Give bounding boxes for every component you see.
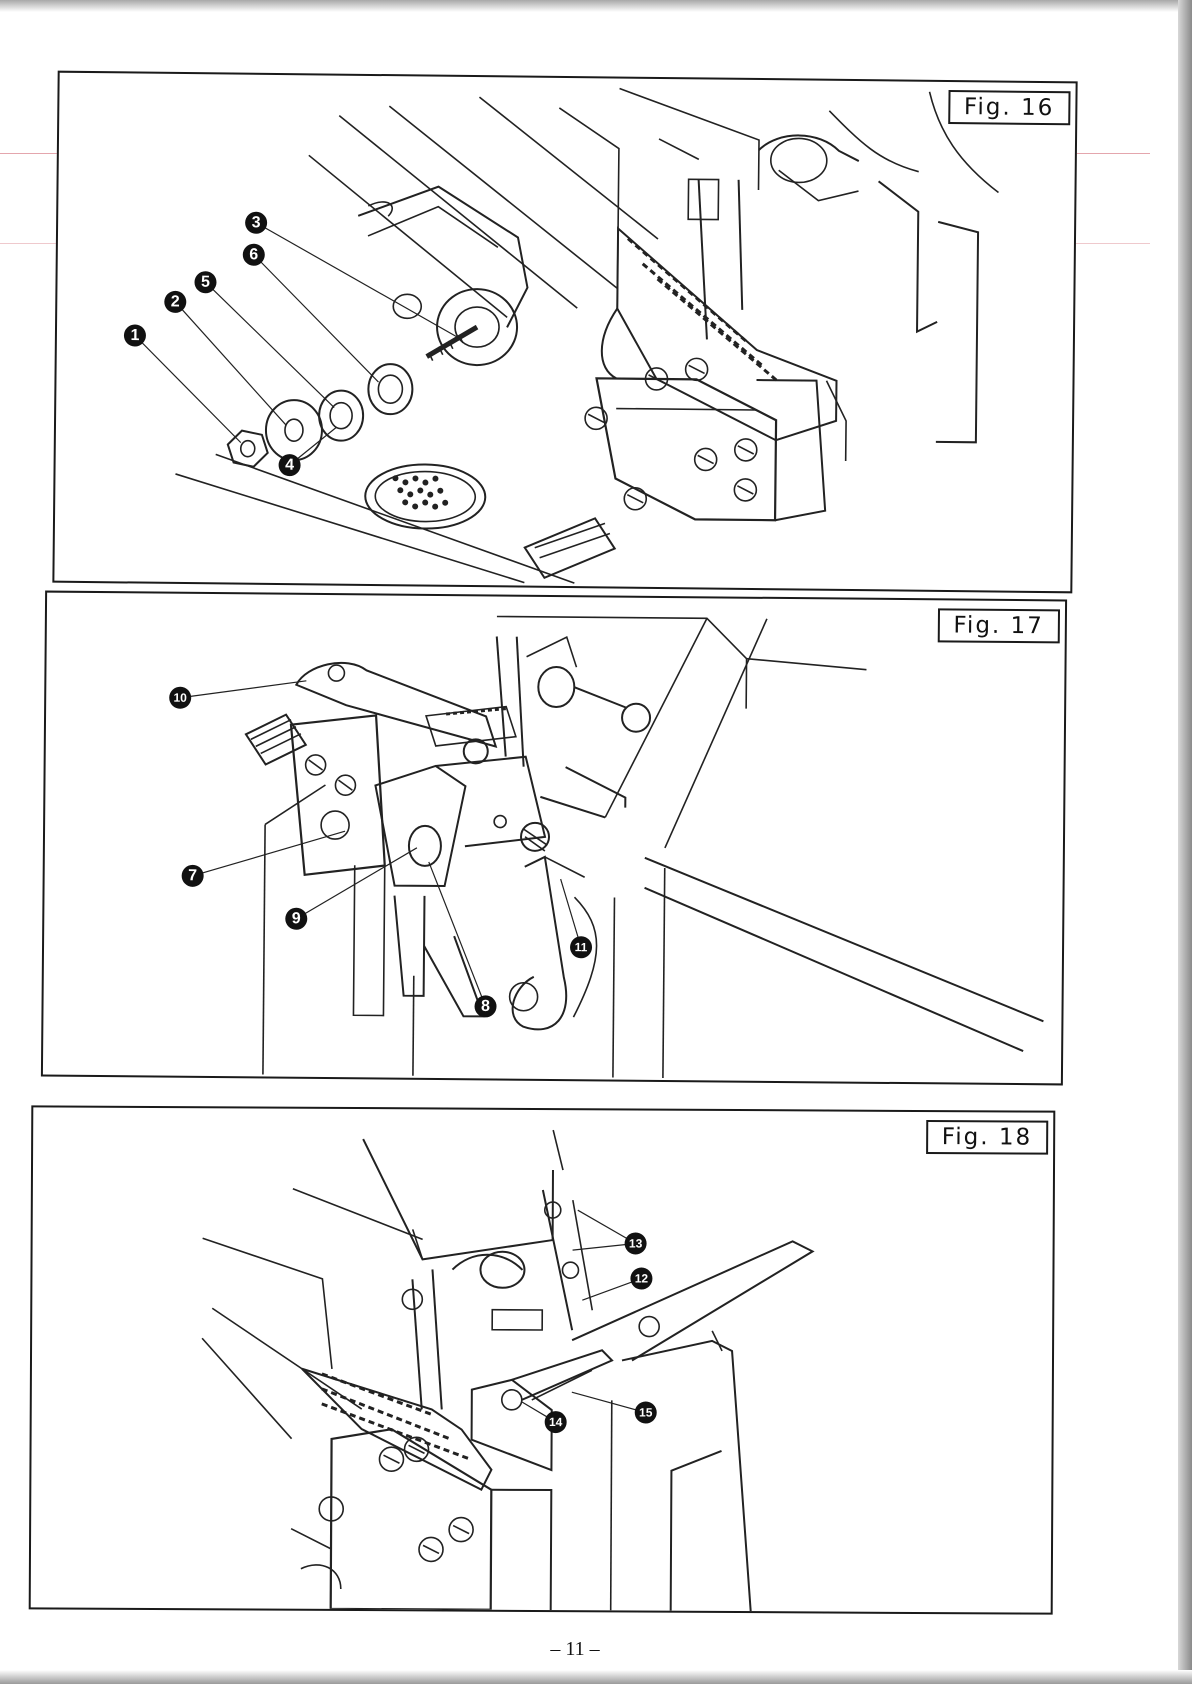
callout-6-text: 6 xyxy=(249,246,258,263)
figure-17-illustration: 7 8 9 10 11 xyxy=(43,593,1065,1084)
callout-4-text: 4 xyxy=(285,457,294,474)
callout-12-text: 12 xyxy=(635,1271,649,1285)
scan-edge-right xyxy=(1178,0,1192,1684)
figure-16-illustration: 1 2 3 4 5 6 xyxy=(54,73,1075,592)
scan-edge-top xyxy=(0,0,1192,12)
callout-9-text: 9 xyxy=(292,910,301,927)
figure-18-panel: Fig. 18 xyxy=(29,1105,1056,1614)
callout-14-text: 14 xyxy=(549,1415,563,1429)
figure-17-panel: Fig. 17 xyxy=(41,591,1067,1086)
callout-15-text: 15 xyxy=(639,1406,653,1420)
callout-2-text: 2 xyxy=(171,293,180,310)
callout-3-text: 3 xyxy=(252,214,261,231)
page-number: – 11 – xyxy=(0,1638,1150,1661)
scan-edge-bottom xyxy=(0,1670,1192,1684)
callout-10-text: 10 xyxy=(173,691,187,705)
figure-16-panel: Fig. 16 xyxy=(52,71,1077,594)
callout-7-text: 7 xyxy=(188,867,197,884)
callout-5-text: 5 xyxy=(201,274,210,291)
figure-18-illustration: 12 13 14 15 xyxy=(31,1107,1054,1612)
callout-13-text: 13 xyxy=(629,1236,643,1250)
callout-11-text: 11 xyxy=(575,940,588,954)
callout-8-text: 8 xyxy=(481,998,490,1015)
callout-1-text: 1 xyxy=(130,327,139,344)
